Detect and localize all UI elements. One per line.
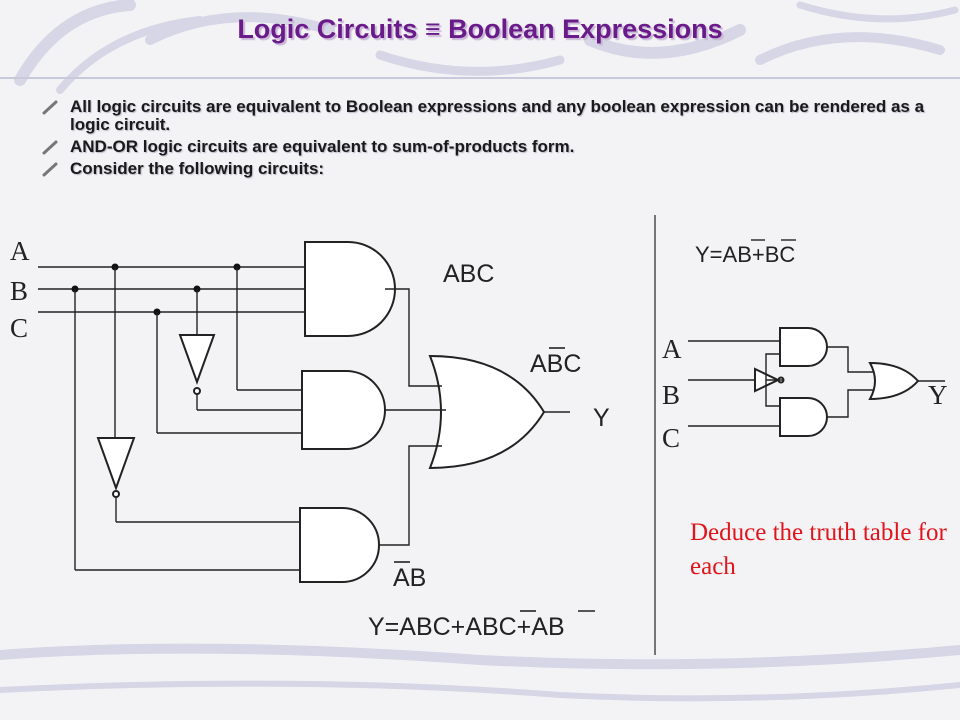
bullet-icon <box>42 140 58 155</box>
inverter-a <box>96 437 136 491</box>
c2-output-y-label: Y <box>928 380 948 410</box>
input-c-label: C <box>10 313 28 343</box>
and-gate-3 <box>299 507 380 583</box>
inverter-a-bubble <box>112 490 120 498</box>
c2-input-a-label: A <box>662 334 682 364</box>
or-gate <box>428 354 546 470</box>
instruction-note: Deduce the truth table for each <box>690 519 947 580</box>
input-b-label: B <box>10 276 28 306</box>
bullet-item: All logic circuits are equivalent to Boo… <box>42 98 942 134</box>
circuit-1: A B C <box>10 236 610 641</box>
term-abbarc-label: ABC <box>530 350 581 378</box>
input-a-label: A <box>10 236 30 266</box>
c2-or-gate <box>868 361 920 401</box>
bullet-text: Consider the following circuits: <box>70 159 325 178</box>
c2-input-b-label: B <box>662 380 680 410</box>
expression-1: Y=ABC+ABC+AB <box>368 613 565 641</box>
and-gate-1 <box>304 241 396 337</box>
c2-and-gate-2 <box>779 397 828 437</box>
c2-input-c-label: C <box>662 423 680 453</box>
bullet-icon <box>42 100 58 115</box>
bullet-item: Consider the following circuits: <box>42 160 942 178</box>
output-y-label: Y <box>593 404 610 432</box>
inverter-b-bubble <box>193 387 201 395</box>
term-abarb-label: AB <box>393 564 426 592</box>
term-abc-label: ABC <box>443 260 494 288</box>
expression-2: Y=AB+BC <box>695 242 795 267</box>
bullet-item: AND-OR logic circuits are equivalent to … <box>42 138 942 156</box>
bullet-list: All logic circuits are equivalent to Boo… <box>42 98 942 182</box>
bullet-text: All logic circuits are equivalent to Boo… <box>70 97 925 134</box>
bullet-text: AND-OR logic circuits are equivalent to … <box>70 137 575 156</box>
and-gate-2 <box>301 370 386 450</box>
inverter-b <box>178 334 216 385</box>
page-title: Logic Circuits ≡ Boolean Expressions <box>237 14 723 44</box>
circuit-2: Y=AB+BC A B C Y <box>662 239 948 453</box>
bullet-icon <box>42 162 58 177</box>
c2-and-gate-1 <box>779 327 828 367</box>
